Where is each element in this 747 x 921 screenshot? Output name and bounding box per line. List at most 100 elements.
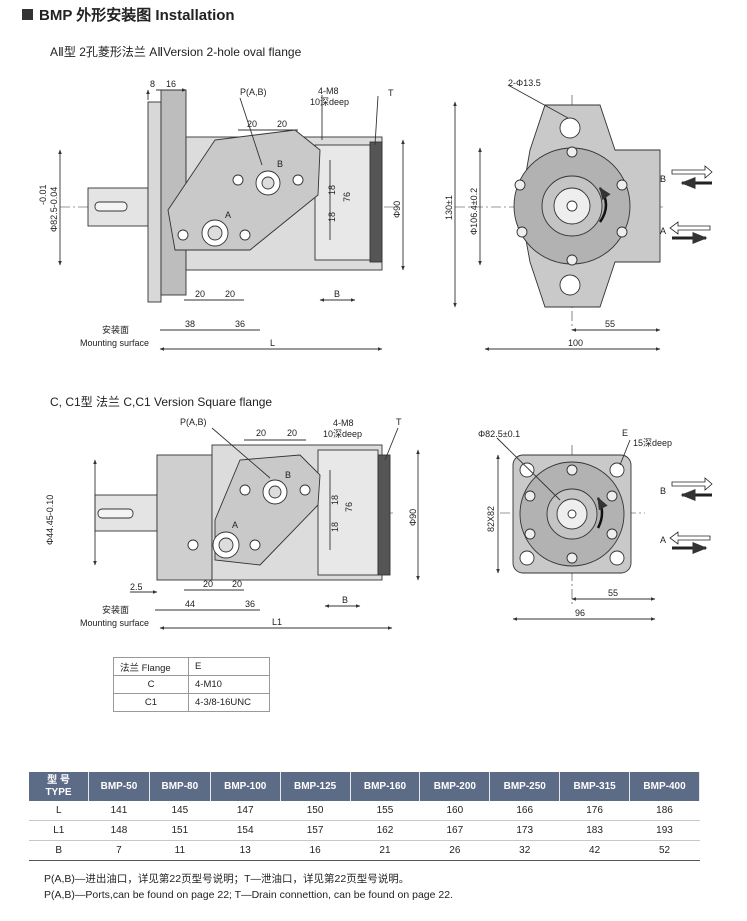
table-cell: 141 bbox=[88, 801, 150, 821]
flange-cell: C bbox=[113, 675, 189, 694]
thread-e-label: E bbox=[622, 428, 628, 438]
table-cell: 147 bbox=[210, 801, 281, 821]
arrow-a-label: A bbox=[660, 226, 666, 236]
thread-m8-label: 4-M8 bbox=[333, 418, 354, 428]
pitch-circle-label: Φ82.5±0.1 bbox=[478, 429, 520, 439]
dim-20-a: 20 bbox=[247, 119, 257, 129]
mounting-surface-en: Mounting surface bbox=[80, 618, 149, 628]
section-a-flow-arrows bbox=[669, 165, 713, 244]
header-bullet-icon bbox=[22, 9, 33, 20]
thread-m8-label: 4-M8 bbox=[318, 86, 339, 96]
table-cell: 183 bbox=[559, 820, 630, 841]
table-cell: 154 bbox=[210, 820, 281, 841]
table-cell: 186 bbox=[629, 801, 700, 821]
table-cell: 151 bbox=[149, 820, 211, 841]
port-b-label: B bbox=[277, 159, 283, 169]
footnote-en: P(A,B)—Ports,can be found on page 22; T—… bbox=[44, 889, 453, 901]
shaft-diameter: Φ44.45-0.10 bbox=[45, 495, 55, 545]
dim-l1: L1 bbox=[272, 617, 282, 627]
table-cell: 42 bbox=[559, 840, 630, 861]
page-title: BMP 外形安装图 Installation bbox=[39, 7, 235, 24]
outflow-arrow-icon bbox=[671, 165, 713, 179]
port-p-label: P(A,B) bbox=[240, 87, 267, 97]
dim-18-a: 18 bbox=[327, 185, 337, 195]
table-cell: 162 bbox=[350, 820, 420, 841]
dim-38: 38 bbox=[185, 319, 195, 329]
section-c-flow-arrows bbox=[669, 477, 713, 554]
column-header: BMP-160 bbox=[350, 772, 421, 801]
column-header: BMP-400 bbox=[629, 772, 700, 801]
dim-phi106: Φ106.4±0.2 bbox=[469, 188, 479, 235]
section-a-side-labels: 8 16 P(A,B) 4-M8 10深deep T 20 20 B A 18 … bbox=[38, 79, 402, 348]
row-label: L1 bbox=[29, 820, 89, 841]
table-cell: 11 bbox=[149, 840, 211, 861]
row-label: L bbox=[29, 801, 89, 821]
thread-cell: 4-M10 bbox=[188, 675, 270, 694]
section-c-front-view bbox=[496, 437, 656, 621]
dim-18-a: 18 bbox=[330, 495, 340, 505]
dim-55: 55 bbox=[608, 588, 618, 598]
port-p-label: P(A,B) bbox=[180, 417, 207, 427]
dim-16: 16 bbox=[166, 79, 176, 89]
shaft-diameter: Φ82.5-0.04 bbox=[49, 187, 59, 232]
column-header: BMP-200 bbox=[419, 772, 491, 801]
dim-20-b: 20 bbox=[287, 428, 297, 438]
dim-44: 44 bbox=[185, 599, 195, 609]
table-cell: 193 bbox=[629, 820, 700, 841]
table-row: L1 148 151 154 157 162 167 173 183 193 bbox=[29, 820, 700, 841]
dim-96: 96 bbox=[575, 608, 585, 618]
dim-l: L bbox=[270, 338, 275, 348]
table-cell: 160 bbox=[419, 801, 490, 821]
table-cell: 145 bbox=[149, 801, 211, 821]
table-row: L 141 145 147 150 155 160 166 176 186 bbox=[29, 801, 700, 821]
dim-b: B bbox=[342, 595, 348, 605]
table-cell: 157 bbox=[280, 820, 351, 841]
outflow-arrow-icon bbox=[671, 477, 713, 491]
table-cell: 167 bbox=[419, 820, 490, 841]
dim-20-c: 20 bbox=[203, 579, 213, 589]
drain-t-label: T bbox=[388, 88, 394, 98]
page-header: BMP 外形安装图 Installation bbox=[22, 4, 235, 25]
mounting-surface-cn: 安装面 bbox=[102, 324, 129, 335]
table-cell: 13 bbox=[210, 840, 281, 861]
table-row: 法兰 Flange E bbox=[113, 657, 270, 676]
section-a-front-labels: 2-Φ13.5 130±1 Φ106.4±0.2 55 100 B A bbox=[444, 78, 666, 348]
table-cell: 21 bbox=[350, 840, 420, 861]
dim-36: 36 bbox=[245, 599, 255, 609]
port-a-label: A bbox=[225, 210, 231, 220]
table-row: B 7 11 13 16 21 26 32 42 52 bbox=[29, 840, 700, 861]
table-cell: 166 bbox=[489, 801, 560, 821]
dim-100: 100 bbox=[568, 338, 583, 348]
table-cell: 16 bbox=[280, 840, 351, 861]
column-header: BMP-250 bbox=[489, 772, 561, 801]
thread-cell: 4-3/8-16UNC bbox=[188, 693, 270, 712]
row-label: B bbox=[29, 840, 89, 861]
dim-2-5: 2.5 bbox=[130, 582, 143, 592]
e-header: E bbox=[188, 657, 270, 676]
flange-cell: C1 bbox=[113, 693, 189, 712]
dim-76: 76 bbox=[342, 192, 352, 202]
footnote-cn: P(A,B)—进出油口，详见第22页型号说明；T—泄油口，详见第22页型号说明。 bbox=[44, 873, 410, 885]
hole-label: 2-Φ13.5 bbox=[508, 78, 541, 88]
column-header: BMP-80 bbox=[149, 772, 211, 801]
arrow-a-label: A bbox=[660, 535, 666, 545]
dim-phi90: Φ90 bbox=[392, 201, 402, 218]
dim-b: B bbox=[334, 289, 340, 299]
port-a-label: A bbox=[232, 520, 238, 530]
mounting-surface-cn: 安装面 bbox=[102, 604, 129, 615]
arrow-b-label: B bbox=[660, 174, 666, 184]
dim-130: 130±1 bbox=[444, 195, 454, 220]
dim-55: 55 bbox=[605, 319, 615, 329]
flange-header: 法兰 Flange bbox=[113, 657, 189, 676]
dim-36: 36 bbox=[235, 319, 245, 329]
dim-phi90: Φ90 bbox=[408, 509, 418, 526]
mounting-surface-en: Mounting surface bbox=[80, 338, 149, 348]
table-row: C1 4-3/8-16UNC bbox=[113, 693, 270, 712]
section-c-front-labels: Φ82.5±0.1 E 15深deep 82X82 55 96 B A bbox=[478, 428, 672, 618]
table-cell: 148 bbox=[88, 820, 150, 841]
dim-20-b: 20 bbox=[277, 119, 287, 129]
section-c-side-view bbox=[93, 427, 420, 630]
